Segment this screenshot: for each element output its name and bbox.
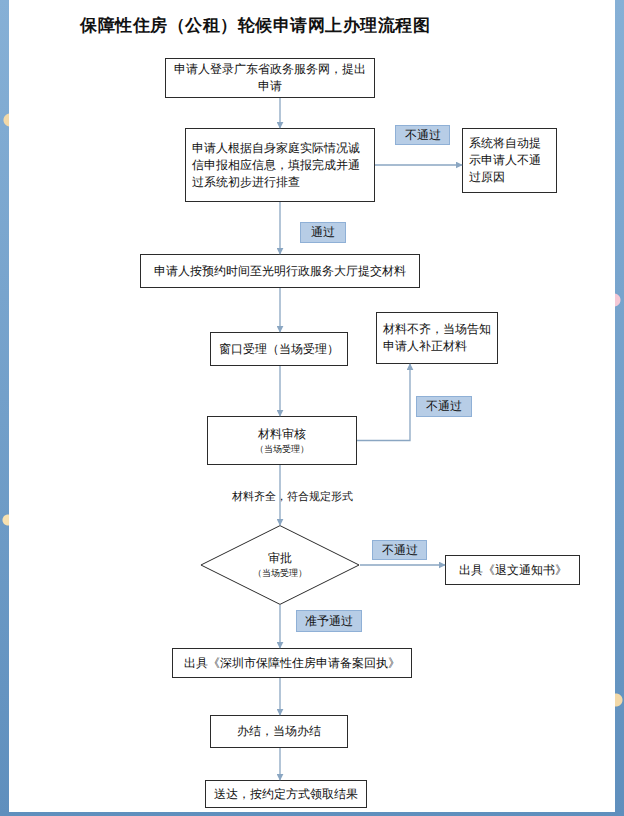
flow-arrow xyxy=(375,164,462,165)
flow-arrow xyxy=(279,605,280,648)
edge-label-tag: 不通过 xyxy=(372,540,427,560)
flow-arrow xyxy=(279,202,280,254)
node-text: 送达，按约定方式领取结果 xyxy=(214,786,358,803)
node-text: 材料不齐，当场告知申请人补正材料 xyxy=(383,321,491,355)
process-box: 材料审核（当场受理） xyxy=(207,416,357,465)
flow-arrow xyxy=(279,678,280,715)
process-box: 申请人根据自身家庭实际情况诚信申报相应信息，填报完成并通过系统初步进行排查 xyxy=(185,128,375,202)
edge-label-tag: 不通过 xyxy=(395,125,450,145)
edge-label-tag: 准予通过 xyxy=(296,610,362,632)
decision-diamond: 审批（当场受理） xyxy=(200,525,360,605)
node-text: 审批 xyxy=(268,550,292,567)
node-subtext: （当场受理） xyxy=(255,443,309,456)
flow-arrow xyxy=(279,98,280,128)
node-text: 出具《深圳市保障性住房申请备案回执》 xyxy=(184,655,400,672)
flow-arrow xyxy=(357,364,410,441)
node-text: 申请人登录广东省政务服务网，提出申请 xyxy=(172,61,368,95)
diagram-title: 保障性住房（公租）轮候申请网上办理流程图 xyxy=(80,14,500,37)
message-box: 系统将自动提示申请人不通过原因 xyxy=(462,128,557,193)
message-box: 材料不齐，当场告知申请人补正材料 xyxy=(376,312,498,364)
result-box: 出具《深圳市保障性住房申请备案回执》 xyxy=(172,648,412,678)
edge-label-tag: 不通过 xyxy=(416,396,472,417)
node-text: 申请人按预约时间至光明行政服务大厅提交材料 xyxy=(154,263,406,280)
edge-label-tag: 通过 xyxy=(300,222,346,243)
diamond-shape xyxy=(201,526,359,605)
flow-arrow xyxy=(279,366,280,416)
node-text: 窗口受理（当场受理） xyxy=(219,341,339,358)
process-box: 窗口受理（当场受理） xyxy=(210,332,348,366)
node-text: 出具《退文通知书》 xyxy=(459,562,567,579)
process-box: 申请人按预约时间至光明行政服务大厅提交材料 xyxy=(140,254,420,288)
flow-arrow xyxy=(360,564,445,565)
flow-arrow xyxy=(279,288,280,332)
result-box: 出具《退文通知书》 xyxy=(445,555,580,585)
node-text: 系统将自动提示申请人不通过原因 xyxy=(469,135,550,186)
edge-label: 材料齐全，符合规定形式 xyxy=(222,488,362,504)
flow-arrow xyxy=(279,748,280,780)
process-box: 办结，当场办结 xyxy=(210,715,348,748)
node-subtext: （当场受理） xyxy=(253,567,307,580)
end-box: 送达，按约定方式领取结果 xyxy=(205,780,367,808)
node-text: 材料审核 xyxy=(258,426,306,443)
node-text: 申请人根据自身家庭实际情况诚信申报相应信息，填报完成并通过系统初步进行排查 xyxy=(192,140,368,191)
node-text: 办结，当场办结 xyxy=(237,723,321,740)
start-box: 申请人登录广东省政务服务网，提出申请 xyxy=(165,58,375,98)
page-panel xyxy=(9,0,615,812)
flow-arrow xyxy=(279,465,280,525)
